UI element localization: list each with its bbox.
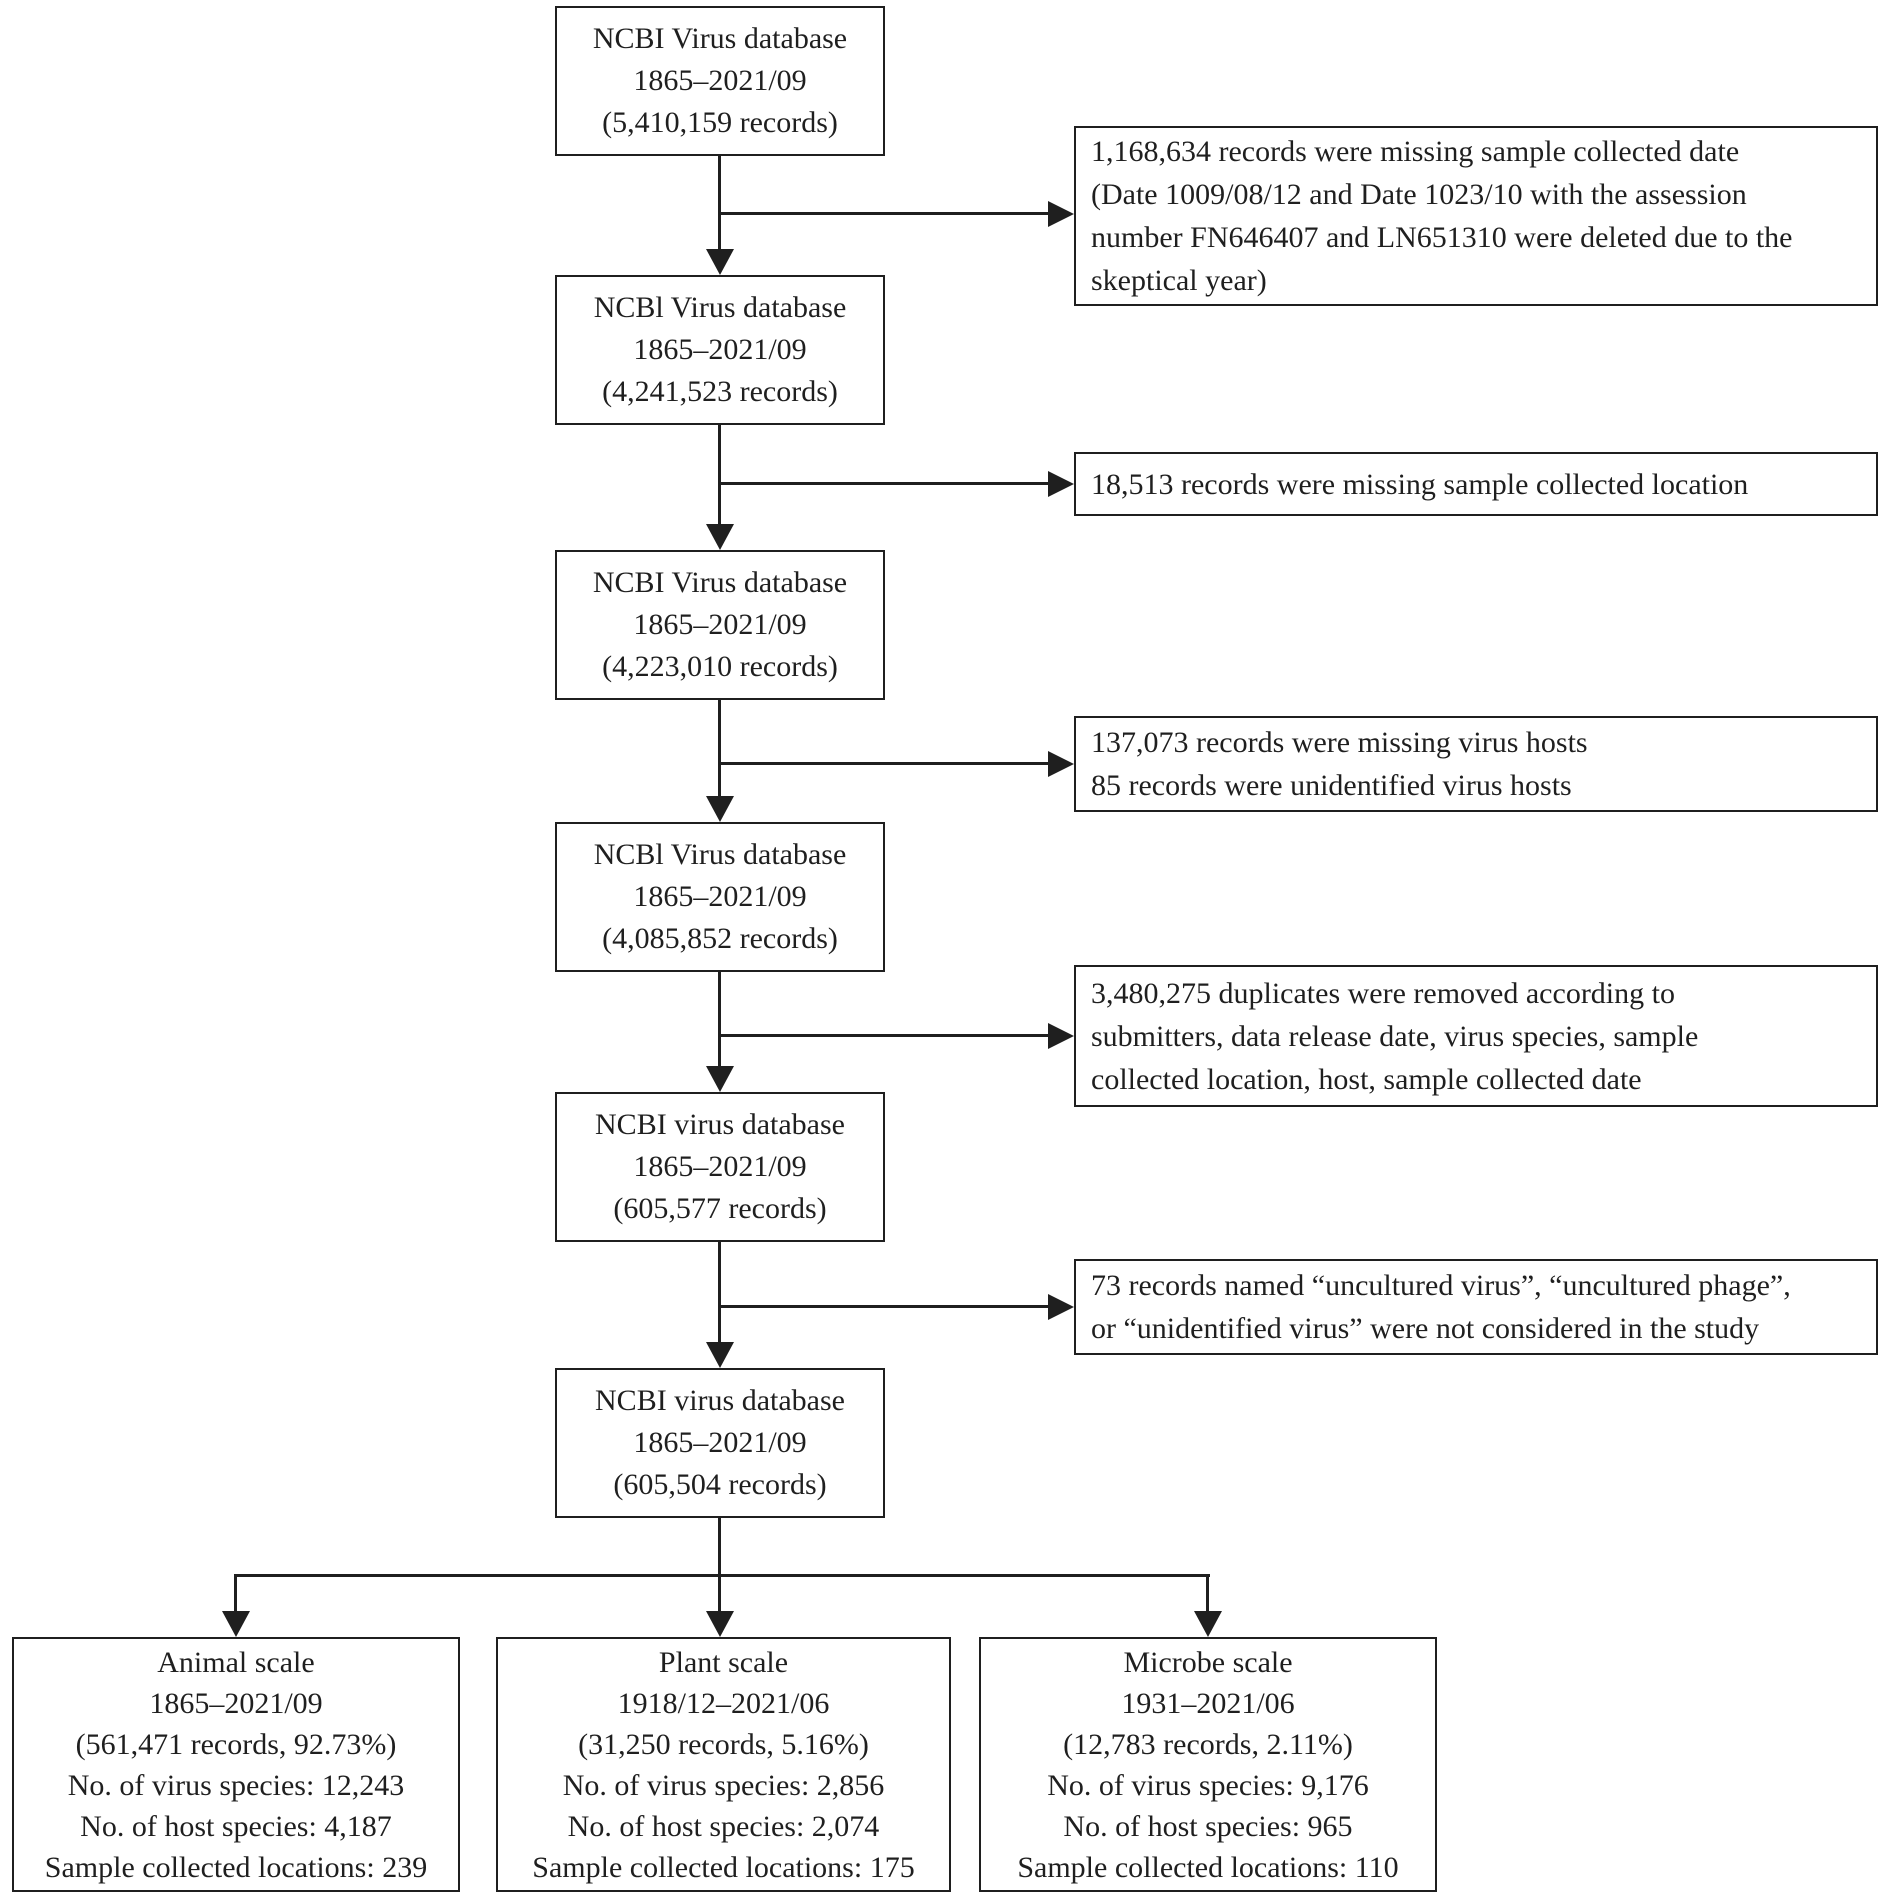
box-line: Sample collected locations: 175 [532,1850,915,1884]
connector-main-2 [718,425,721,524]
box-line: No. of virus species: 12,243 [67,1768,405,1802]
box-line: 1865–2021/09 [633,880,807,913]
box-line: (4,223,010 records) [602,650,838,683]
connector-side-2 [718,482,1048,485]
box-line: No. of virus species: 9,176 [1047,1768,1369,1802]
connector-fork-bar [234,1574,1210,1577]
box-line: No. of host species: 4,187 [80,1809,392,1843]
connector-side-1 [718,212,1048,215]
box-line: Animal scale [157,1645,315,1679]
arrowhead-right-1 [1048,201,1074,227]
box-line: 3,480,275 duplicates were removed accord… [1091,976,1675,1010]
connector-main-3 [718,700,721,796]
box-line: (4,085,852 records) [602,922,838,955]
box-line: 137,073 records were missing virus hosts [1091,726,1588,759]
scale-box-plant: Plant scale 1918/12–2021/06 (31,250 reco… [496,1637,951,1892]
arrowhead-right-5 [1048,1294,1074,1320]
main-box-2: NCBl Virus database 1865–2021/09 (4,241,… [555,275,885,425]
box-line: 1865–2021/09 [633,64,807,97]
arrowhead-down-3 [706,796,734,822]
arrowhead-down-animal [222,1611,250,1637]
scale-box-microbe: Microbe scale 1931–2021/06 (12,783 recor… [979,1637,1437,1892]
main-box-6: NCBI virus database 1865–2021/09 (605,50… [555,1368,885,1518]
box-line: (4,241,523 records) [602,375,838,408]
arrowhead-down-microbe [1194,1611,1222,1637]
box-line: (605,504 records) [613,1468,827,1501]
box-line: 1865–2021/09 [633,1426,807,1459]
box-line: or “unidentified virus” were not conside… [1091,1312,1760,1345]
box-line: NCBI virus database [595,1384,845,1417]
exclusion-box-3: 137,073 records were missing virus hosts… [1074,716,1878,812]
box-line: (561,471 records, 92.73%) [75,1727,397,1761]
box-line: 73 records named “uncultured virus”, “un… [1091,1269,1791,1302]
box-line: 1918/12–2021/06 [617,1686,830,1720]
exclusion-box-5: 73 records named “uncultured virus”, “un… [1074,1259,1878,1355]
box-line: (31,250 records, 5.16%) [578,1727,869,1761]
box-line: (Date 1009/08/12 and Date 1023/10 with t… [1091,178,1747,211]
box-line: (12,783 records, 2.11%) [1063,1727,1353,1761]
box-line: NCBI virus database [595,1108,845,1141]
box-line: Sample collected locations: 110 [1017,1850,1399,1884]
exclusion-box-2: 18,513 records were missing sample colle… [1074,452,1878,516]
connector-main-5 [718,1242,721,1342]
box-line: 1,168,634 records were missing sample co… [1091,135,1740,168]
exclusion-box-1: 1,168,634 records were missing sample co… [1074,126,1878,306]
arrowhead-down-plant [706,1611,734,1637]
connector-side-3 [718,762,1048,765]
connector-fork-right [1206,1576,1209,1611]
box-line: Plant scale [658,1645,789,1679]
box-line: 1931–2021/06 [1121,1686,1295,1720]
exclusion-box-4: 3,480,275 duplicates were removed accord… [1074,965,1878,1107]
arrowhead-down-5 [706,1342,734,1368]
box-line: 1865–2021/09 [633,333,807,366]
box-line: 85 records were unidentified virus hosts [1091,769,1572,802]
main-box-3: NCBI Virus database 1865–2021/09 (4,223,… [555,550,885,700]
main-box-5: NCBI virus database 1865–2021/09 (605,57… [555,1092,885,1242]
arrowhead-right-3 [1048,751,1074,777]
box-line: NCBl Virus database [593,838,847,871]
connector-side-4 [718,1034,1048,1037]
box-line: No. of host species: 965 [1063,1809,1353,1843]
main-box-1: NCBI Virus database 1865–2021/09 (5,410,… [555,6,885,156]
box-line: No. of virus species: 2,856 [562,1768,885,1802]
box-line: Sample collected locations: 239 [44,1850,428,1884]
box-line: 1865–2021/09 [633,608,807,641]
arrowhead-right-2 [1048,471,1074,497]
arrowhead-right-4 [1048,1023,1074,1049]
box-line: (605,577 records) [613,1192,827,1225]
box-line: (5,410,159 records) [602,106,838,139]
box-line: NCBI Virus database [592,566,848,599]
box-line: number FN646407 and LN651310 were delete… [1091,221,1793,254]
box-line: 1865–2021/09 [149,1686,323,1720]
arrowhead-down-1 [706,249,734,275]
box-line: NCBI Virus database [592,22,848,55]
connector-side-5 [718,1305,1048,1308]
box-line: NCBl Virus database [593,291,847,324]
connector-main-4 [718,972,721,1066]
arrowhead-down-4 [706,1066,734,1092]
box-line: 18,513 records were missing sample colle… [1091,467,1749,501]
box-line: 1865–2021/09 [633,1150,807,1183]
box-line: Microbe scale [1123,1645,1293,1679]
scale-box-animal: Animal scale 1865–2021/09 (561,471 recor… [12,1637,460,1892]
connector-fork-middle [718,1518,721,1611]
connector-fork-left [234,1576,237,1611]
connector-main-1 [718,156,721,249]
arrowhead-down-2 [706,524,734,550]
main-box-4: NCBl Virus database 1865–2021/09 (4,085,… [555,822,885,972]
box-line: skeptical year) [1091,264,1267,297]
box-line: submitters, data release date, virus spe… [1091,1019,1699,1053]
box-line: collected location, host, sample collect… [1091,1062,1642,1096]
box-line: No. of host species: 2,074 [567,1809,880,1843]
